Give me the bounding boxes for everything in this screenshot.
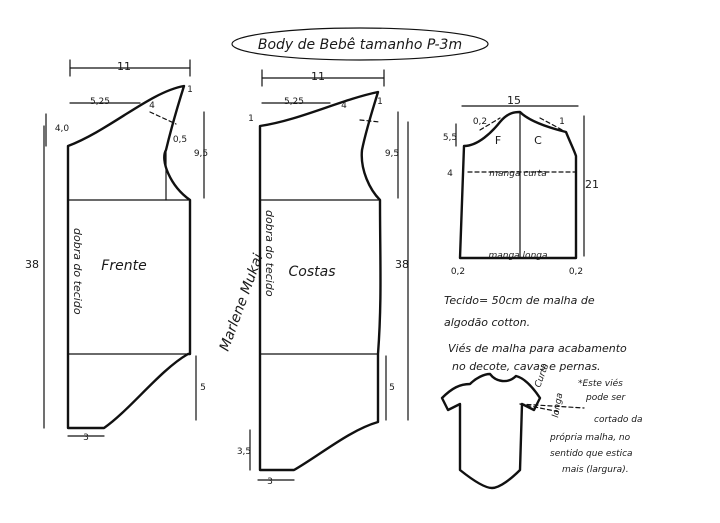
note-star-1: *Este viés xyxy=(578,378,623,389)
title-outline xyxy=(231,27,489,61)
front-piece-name: Frente xyxy=(101,258,146,274)
sleeve-1-label: 1 xyxy=(559,117,565,127)
back-neckdrop-label: 1 xyxy=(248,114,254,124)
front-neck-guide xyxy=(149,111,177,125)
bodysuit-long-sleeve-line xyxy=(519,403,585,409)
note-bias-2: no decote, cavas e pernas. xyxy=(452,360,601,373)
sleeve-bottom-left-label: 0,2 xyxy=(451,267,465,277)
back-outline xyxy=(258,90,382,472)
sleeve-short-label: manga curta xyxy=(489,169,546,179)
front-leg-label: 5 xyxy=(200,383,206,393)
front-length-label: 38 xyxy=(25,258,39,271)
note-fabric-2: algodão cotton. xyxy=(444,316,530,329)
front-shoulder-label: 5,25 xyxy=(90,97,110,107)
sleeve-piece: 15 0,2 1 5,5 4 F C manga curta manga lon… xyxy=(443,94,599,277)
sleeve-width-label: 15 xyxy=(507,94,521,107)
front-1-label: 1 xyxy=(187,85,193,95)
bodysuit-outline xyxy=(440,372,542,490)
front-fold-label: dobra do tecido xyxy=(71,228,84,315)
sleeve-bottom-right-label: 0,2 xyxy=(569,267,583,277)
sleeve-length-label: 21 xyxy=(585,178,599,191)
sleeve-front-guide xyxy=(479,117,501,131)
front-05-label: 0,5 xyxy=(173,135,187,145)
back-piece-name: Costas xyxy=(289,264,336,280)
bodysuit-longa-label: longa xyxy=(551,392,565,418)
back-1-label: 1 xyxy=(377,97,383,107)
sleeve-outline xyxy=(458,110,578,260)
front-piece: 11 5,25 4 1 4,0 0,5 9,5 38 5 3 dobra do … xyxy=(25,59,208,443)
sleeve-02-label: 0,2 xyxy=(473,117,487,127)
note-star-3: cortado da xyxy=(594,415,643,425)
note-fabric-1: Tecido= 50cm de malha de xyxy=(444,294,595,307)
sleeve-long-label: manga longa xyxy=(488,251,547,261)
sleeve-back-letter: C xyxy=(534,134,542,147)
back-bottom-label: 3 xyxy=(267,477,273,487)
note-bias-1: Viés de malha para acabamento xyxy=(448,342,627,355)
sleeve-55-label: 5,5 xyxy=(443,133,457,143)
sleeve-front-letter: F xyxy=(495,134,501,147)
title-group: Body de Bebê tamanho P-3m xyxy=(231,27,489,61)
back-fold-label: dobra do tecido xyxy=(263,210,276,297)
back-leg-label: 5 xyxy=(389,383,395,393)
back-piece: 11 5,25 4 1 1 9,5 38 5 3,5 3 dobra do te… xyxy=(237,69,409,487)
note-star-5: sentido que estica xyxy=(550,449,633,459)
back-length-label: 38 xyxy=(395,258,409,271)
bodysuit-short-sleeve-line xyxy=(519,403,561,413)
sleeve-4-label: 4 xyxy=(447,169,453,179)
front-bottom-label: 3 xyxy=(83,433,89,443)
notes-group: Tecido= 50cm de malha de algodão cotton.… xyxy=(444,294,643,475)
bodysuit-illustration: Curta longa xyxy=(440,362,585,490)
back-4-label: 4 xyxy=(341,101,347,111)
note-star-4: própria malha, no xyxy=(549,432,631,443)
front-4-label: 4 xyxy=(149,101,155,111)
back-width-label: 11 xyxy=(311,70,325,83)
sleeve-back-guide xyxy=(539,117,567,133)
front-width-label: 11 xyxy=(117,60,131,73)
page-title: Body de Bebê tamanho P-3m xyxy=(258,37,462,53)
note-star-6: mais (largura). xyxy=(562,465,629,475)
front-neckdrop-label: 4,0 xyxy=(55,124,70,134)
back-neck-guide xyxy=(359,119,381,123)
back-crotch-label: 3,5 xyxy=(237,447,251,457)
back-armhole-label: 9,5 xyxy=(385,149,399,159)
back-shoulder-label: 5,25 xyxy=(284,97,304,107)
front-outline xyxy=(66,84,192,430)
front-armhole-label: 9,5 xyxy=(194,149,208,159)
note-star-2: pode ser xyxy=(585,393,627,403)
bodysuit-neckline xyxy=(489,373,517,382)
